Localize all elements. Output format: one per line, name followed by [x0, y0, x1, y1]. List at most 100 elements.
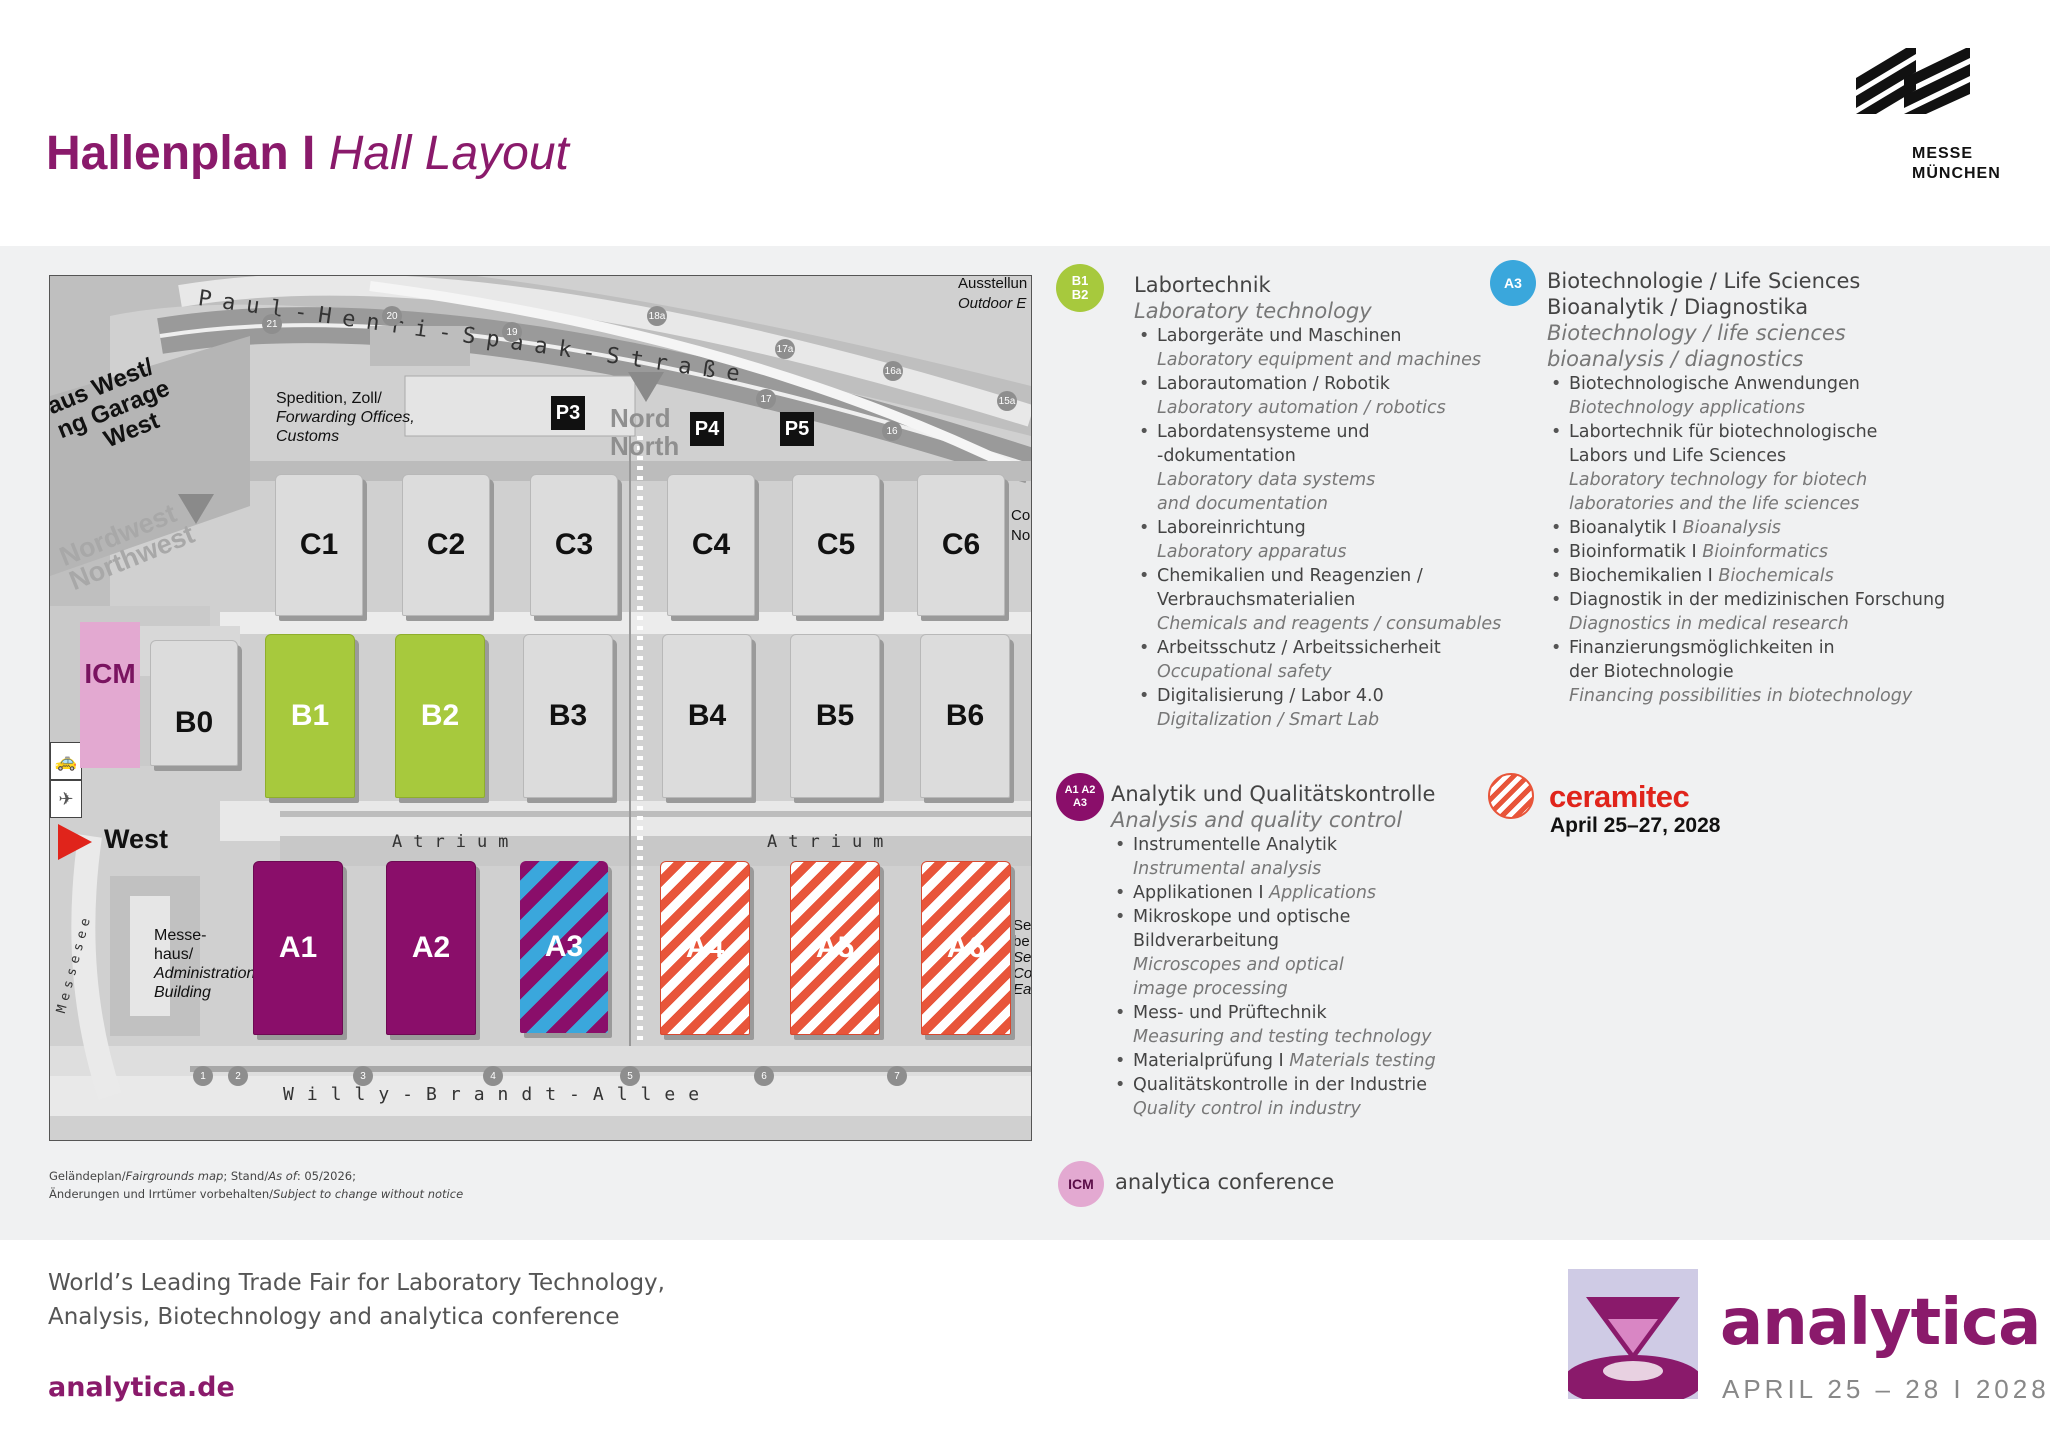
list-item: Diagnostik in der medizinischen Forschun…	[1549, 588, 1945, 636]
messehaus-line-2: haus/	[154, 946, 194, 963]
hall-a5[interactable]: A5	[790, 861, 880, 1035]
hall-b3[interactable]: B3	[523, 634, 613, 798]
hall-a3[interactable]: A3	[520, 861, 608, 1033]
biotech-de-2: Bioanalytik / Diagnostika	[1547, 295, 1809, 319]
list-item: Biotechnologische AnwendungenBiotechnolo…	[1549, 372, 1945, 420]
hall-b6[interactable]: B6	[920, 634, 1010, 798]
tagline-line-1: World’s Leading Trade Fair for Laborator…	[48, 1270, 665, 1296]
map-disclaimer: Geländeplan/Fairgrounds map; Stand/As of…	[49, 1167, 463, 1203]
list-item: Qualitätskontrolle in der IndustrieQuali…	[1113, 1073, 1436, 1121]
gate-21[interactable]: 21	[262, 314, 282, 334]
gate-6[interactable]: 6	[754, 1066, 774, 1086]
west-entrance-arrow-icon	[58, 824, 92, 860]
parking-p4[interactable]: P4	[690, 412, 724, 446]
hall-a1[interactable]: A1	[253, 861, 343, 1035]
outdoor-label: Ausstellun Outdoor E	[958, 276, 1027, 314]
admin-line-1: Administration	[154, 965, 256, 982]
street-south: Willy-Brandt-Allee	[283, 1084, 713, 1105]
gate-16[interactable]: 16	[882, 421, 902, 441]
hall-c5[interactable]: C5	[792, 474, 880, 616]
service-east-label: Se be Se Co Ea	[1013, 917, 1032, 998]
list-item: Chemikalien und Reagenzien /Verbrauchsma…	[1137, 564, 1501, 636]
biotech-en-1: Biotechnology / life sciences	[1547, 321, 1846, 345]
list-item: Arbeitsschutz / ArbeitssicherheitOccupat…	[1137, 636, 1501, 684]
hall-a4[interactable]: A4	[660, 861, 750, 1035]
hall-b5[interactable]: B5	[790, 634, 880, 798]
badge-ceramitec	[1488, 773, 1534, 819]
gate-4[interactable]: 4	[483, 1066, 503, 1086]
list-item: Labortechnik für biotechnologischeLabors…	[1549, 420, 1945, 516]
spedition-de: Spedition, Zoll/	[276, 390, 382, 407]
messehaus-label: Messe- haus/ Administration Building	[154, 926, 255, 1002]
footer-url-link[interactable]: analytica.de	[48, 1372, 235, 1403]
hall-c3[interactable]: C3	[530, 474, 618, 616]
note-en-1: Fairgrounds map	[125, 1169, 224, 1183]
hall-c6[interactable]: C6	[917, 474, 1005, 616]
legend-biotech-list: Biotechnologische AnwendungenBiotechnolo…	[1549, 372, 1945, 708]
atrium-label-2: Atrium	[767, 832, 895, 852]
analytica-wordmark: analytica	[1720, 1286, 2041, 1360]
parking-p3[interactable]: P3	[551, 396, 585, 430]
analytica-logo-icon	[1568, 1269, 1698, 1399]
badge-icm: ICM	[1058, 1161, 1104, 1207]
hall-c4[interactable]: C4	[667, 474, 755, 616]
icm-building[interactable]: ICM	[80, 622, 140, 768]
badge-b1: B1	[1071, 273, 1089, 288]
hall-b0[interactable]: B0	[150, 640, 238, 766]
gate-15a[interactable]: 15a	[997, 391, 1017, 411]
note-en-3: Subject to change without notice	[273, 1187, 464, 1201]
note-de-2: ; Stand/	[223, 1169, 269, 1183]
list-item: Applikationen I Applications	[1113, 881, 1436, 905]
title-separator: I	[288, 127, 329, 180]
se-line-5: Ea	[1013, 981, 1032, 998]
hall-a6[interactable]: A6	[921, 861, 1011, 1035]
legend-biotech-title: Biotechnologie / Life Sciences Bioanalyt…	[1547, 268, 1860, 372]
spedition-label: Spedition, Zoll/ Forwarding Offices, Cus…	[276, 389, 415, 446]
north-entrance-arrow-icon	[628, 372, 664, 402]
gate-1[interactable]: 1	[193, 1066, 213, 1086]
gate-18a[interactable]: 18a	[647, 306, 667, 326]
logo-line-2: MÜNCHEN	[1912, 165, 2001, 182]
hall-b2[interactable]: B2	[395, 634, 485, 798]
messe-muenchen-logo[interactable]: MESSE MÜNCHEN	[1856, 48, 2006, 188]
hall-b1[interactable]: B1	[265, 634, 355, 798]
gate-2[interactable]: 2	[228, 1066, 248, 1086]
gate-3[interactable]: 3	[353, 1066, 373, 1086]
west-entrance-label: West	[104, 824, 169, 854]
parking-p5[interactable]: P5	[780, 412, 814, 446]
analytik-de: Analytik und Qualitätskontrolle	[1111, 782, 1436, 806]
gate-7[interactable]: 7	[887, 1066, 907, 1086]
analytik-en: Analysis and quality control	[1111, 808, 1403, 832]
gate-17[interactable]: 17	[756, 389, 776, 409]
list-item: Biochemikalien I Biochemicals	[1549, 564, 1945, 588]
gate-20[interactable]: 20	[382, 306, 402, 326]
outdoor-label-en: Outdoor E	[958, 295, 1027, 312]
labortechnik-de: Labortechnik	[1134, 273, 1271, 297]
gate-19[interactable]: 19	[502, 322, 522, 342]
taxi-icon: 🚕	[50, 742, 82, 780]
gate-16a[interactable]: 16a	[883, 361, 903, 381]
legend-analytik-title: Analytik und Qualitätskontrolle Analysis…	[1111, 781, 1435, 833]
ceramitec-date: April 25–27, 2028	[1550, 814, 1721, 837]
logo-line-1: MESSE	[1912, 145, 1974, 162]
list-item: Labordatensysteme und-dokumentationLabor…	[1137, 420, 1501, 516]
badge-analytik: A1 A2 A3	[1056, 773, 1104, 821]
biotech-en-2: bioanalysis / diagnostics	[1547, 347, 1804, 371]
note-en-2: As of	[268, 1169, 297, 1183]
se-line-1: Se	[1013, 917, 1032, 934]
hall-c1[interactable]: C1	[275, 474, 363, 616]
hall-b4[interactable]: B4	[662, 634, 752, 798]
icm-conference-label: analytica conference	[1115, 1170, 1335, 1194]
biotech-de-1: Biotechnologie / Life Sciences	[1547, 269, 1861, 293]
nord-label: Nord	[610, 403, 671, 433]
hall-a2[interactable]: A2	[386, 861, 476, 1035]
gate-17a[interactable]: 17a	[775, 339, 795, 359]
fairground-map[interactable]: Paul-Henri-Spaak-Straße Willy-Brandt-All…	[49, 275, 1032, 1141]
note-de-3: Änderungen und Irrtümer vorbehalten/	[49, 1187, 274, 1201]
list-item: Mikroskope und optischeBildverarbeitungM…	[1113, 905, 1436, 1001]
hall-c2[interactable]: C2	[402, 474, 490, 616]
gate-5[interactable]: 5	[620, 1066, 640, 1086]
title-english: Hall Layout	[328, 127, 569, 180]
